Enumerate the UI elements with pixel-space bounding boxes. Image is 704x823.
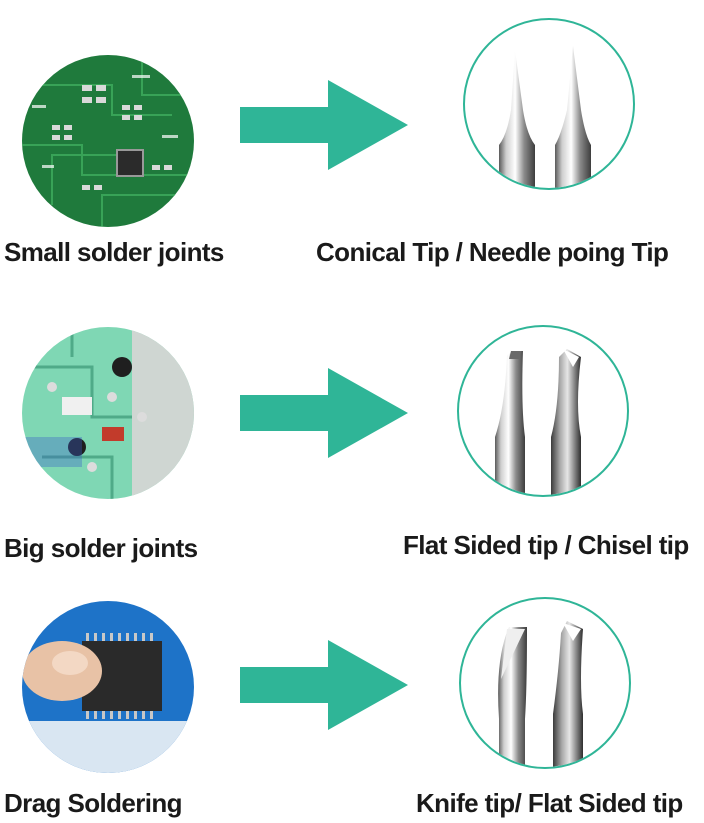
conical-tip-image — [463, 18, 635, 190]
arrow-right-icon — [240, 368, 408, 458]
row-big-joints: Big solder joints Flat Sided tip / Chise… — [0, 280, 704, 570]
tip-label: Flat Sided tip / Chisel tip — [403, 530, 689, 560]
row-small-joints: Small solder joints Conical Tip / Needle… — [0, 0, 704, 280]
situation-label: Big solder joints — [4, 533, 198, 563]
tip-label: Knife tip/ Flat Sided tip — [416, 788, 683, 818]
tip-label: Conical Tip / Needle poing Tip — [316, 237, 669, 267]
pcb-drag-soldering-image — [22, 601, 194, 773]
row-drag-soldering: Drag Soldering Knife tip/ Flat Sided tip — [0, 570, 704, 823]
pcb-big-joints-image — [22, 327, 194, 499]
situation-label: Small solder joints — [4, 237, 224, 267]
chisel-tip-image — [457, 325, 629, 497]
arrow-right-icon — [240, 80, 408, 170]
pcb-small-joints-image — [22, 55, 194, 227]
knife-tip-image — [459, 597, 631, 769]
arrow-right-icon — [240, 640, 408, 730]
situation-label: Drag Soldering — [4, 788, 183, 818]
